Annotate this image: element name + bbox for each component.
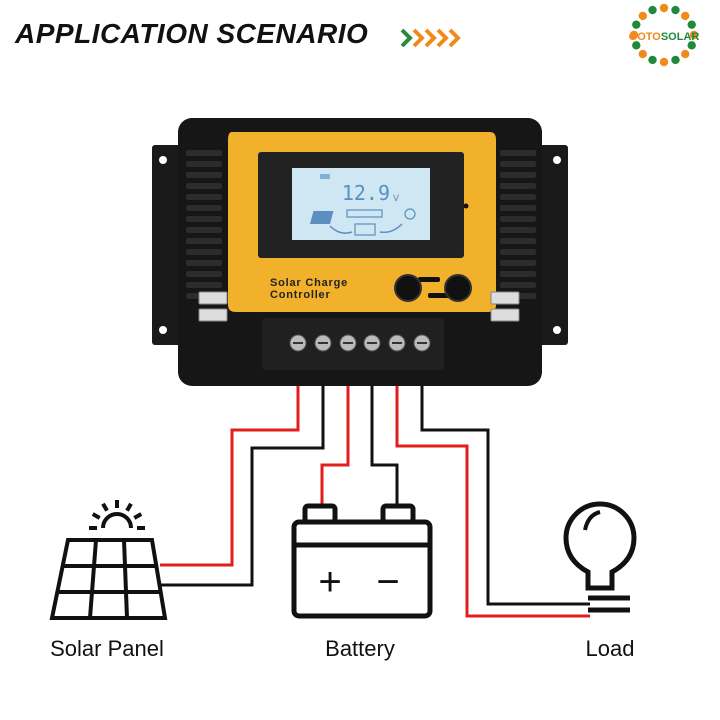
wiring	[160, 370, 590, 618]
solar-panel-label: Solar Panel	[50, 636, 164, 661]
vent-fin	[186, 194, 222, 200]
battery-icon	[291, 503, 433, 619]
load-negative-wire	[420, 370, 590, 606]
solar-panel-icon	[49, 500, 168, 620]
vent-fin	[500, 172, 536, 178]
lcd-solar-panel-icon	[309, 211, 334, 224]
logo-dot	[632, 20, 641, 29]
vent-fin	[500, 183, 536, 189]
solar-charge-controller: 12.9 V Solar Charge Controller	[152, 118, 568, 386]
vent-fin	[500, 205, 536, 211]
solar-positive-wire	[160, 370, 300, 567]
vent-fin	[500, 227, 536, 233]
battery-plus-sign: +	[318, 560, 341, 604]
vent-fin	[186, 260, 222, 266]
logo-dot	[659, 57, 669, 67]
logo-dot	[638, 11, 647, 21]
sun-ray	[91, 512, 101, 520]
vent-fin	[500, 216, 536, 222]
battery-negative-wire	[370, 370, 399, 506]
lcd-voltage: 12.9	[342, 181, 390, 205]
vent-fin	[186, 227, 222, 233]
left-usb-ports	[198, 291, 228, 322]
gotosolar-logo	[629, 3, 699, 67]
lcd-status-icon	[320, 174, 330, 179]
logo-dot	[632, 41, 641, 50]
vent-fin	[500, 271, 536, 277]
vent-fin	[186, 205, 222, 211]
load-positive-wire	[395, 370, 590, 618]
vent-fin	[186, 150, 222, 156]
logo-text: GOTOSOLAR	[629, 31, 700, 43]
vent-fin	[500, 282, 536, 288]
minus-button[interactable]	[444, 274, 472, 302]
lcd-battery-icon	[354, 223, 376, 236]
device-label-line2: Controller	[270, 289, 331, 301]
logo-dot	[689, 30, 699, 40]
vent-fin	[186, 183, 222, 189]
battery-label: Battery	[325, 636, 395, 661]
vent-fin	[186, 161, 222, 167]
sun-ray	[101, 502, 109, 512]
vent-fin	[186, 249, 222, 255]
logo-dot	[659, 3, 669, 13]
lcd-unit: V	[393, 194, 400, 204]
logo-dot	[687, 20, 696, 29]
logo-dot	[681, 49, 690, 59]
vent-fin	[500, 238, 536, 244]
vent-fin	[500, 161, 536, 167]
lcd-battery-level-icon	[346, 209, 383, 218]
chevron-arrows-icon	[400, 28, 461, 48]
vent-fin	[500, 150, 536, 156]
sun-ray	[125, 502, 133, 512]
vent-fin	[500, 260, 536, 266]
right-usb-ports	[490, 291, 520, 322]
lcd-bulb-icon	[404, 208, 416, 220]
left-mounting-bracket	[152, 145, 186, 345]
logo-dot	[638, 49, 647, 59]
vent-fin	[186, 282, 222, 288]
battery-minus-sign: −	[376, 560, 399, 604]
vent-fin	[500, 249, 536, 255]
page-title: APPLICATION SCENARIO	[15, 18, 369, 49]
vent-fin	[186, 216, 222, 222]
light-bulb-icon	[563, 501, 637, 613]
solar-negative-wire	[160, 370, 325, 587]
vent-fin	[186, 271, 222, 277]
load-label: Load	[585, 636, 635, 661]
logo-dot	[681, 11, 690, 21]
right-mounting-bracket	[534, 145, 568, 345]
sun-ray	[133, 512, 143, 520]
vent-fin	[500, 194, 536, 200]
device-label-line1: Solar Charge	[270, 277, 348, 289]
battery-positive-wire	[320, 370, 350, 506]
vent-fin	[186, 172, 222, 178]
logo-dot	[671, 5, 680, 15]
plus-button[interactable]	[394, 274, 422, 302]
logo-dot	[648, 5, 657, 15]
logo-dot	[671, 55, 680, 65]
vent-fin	[186, 238, 222, 244]
logo-dot	[648, 55, 657, 65]
lcd-screen	[292, 168, 430, 240]
logo-dot	[687, 41, 696, 50]
logo-dot	[629, 30, 639, 40]
